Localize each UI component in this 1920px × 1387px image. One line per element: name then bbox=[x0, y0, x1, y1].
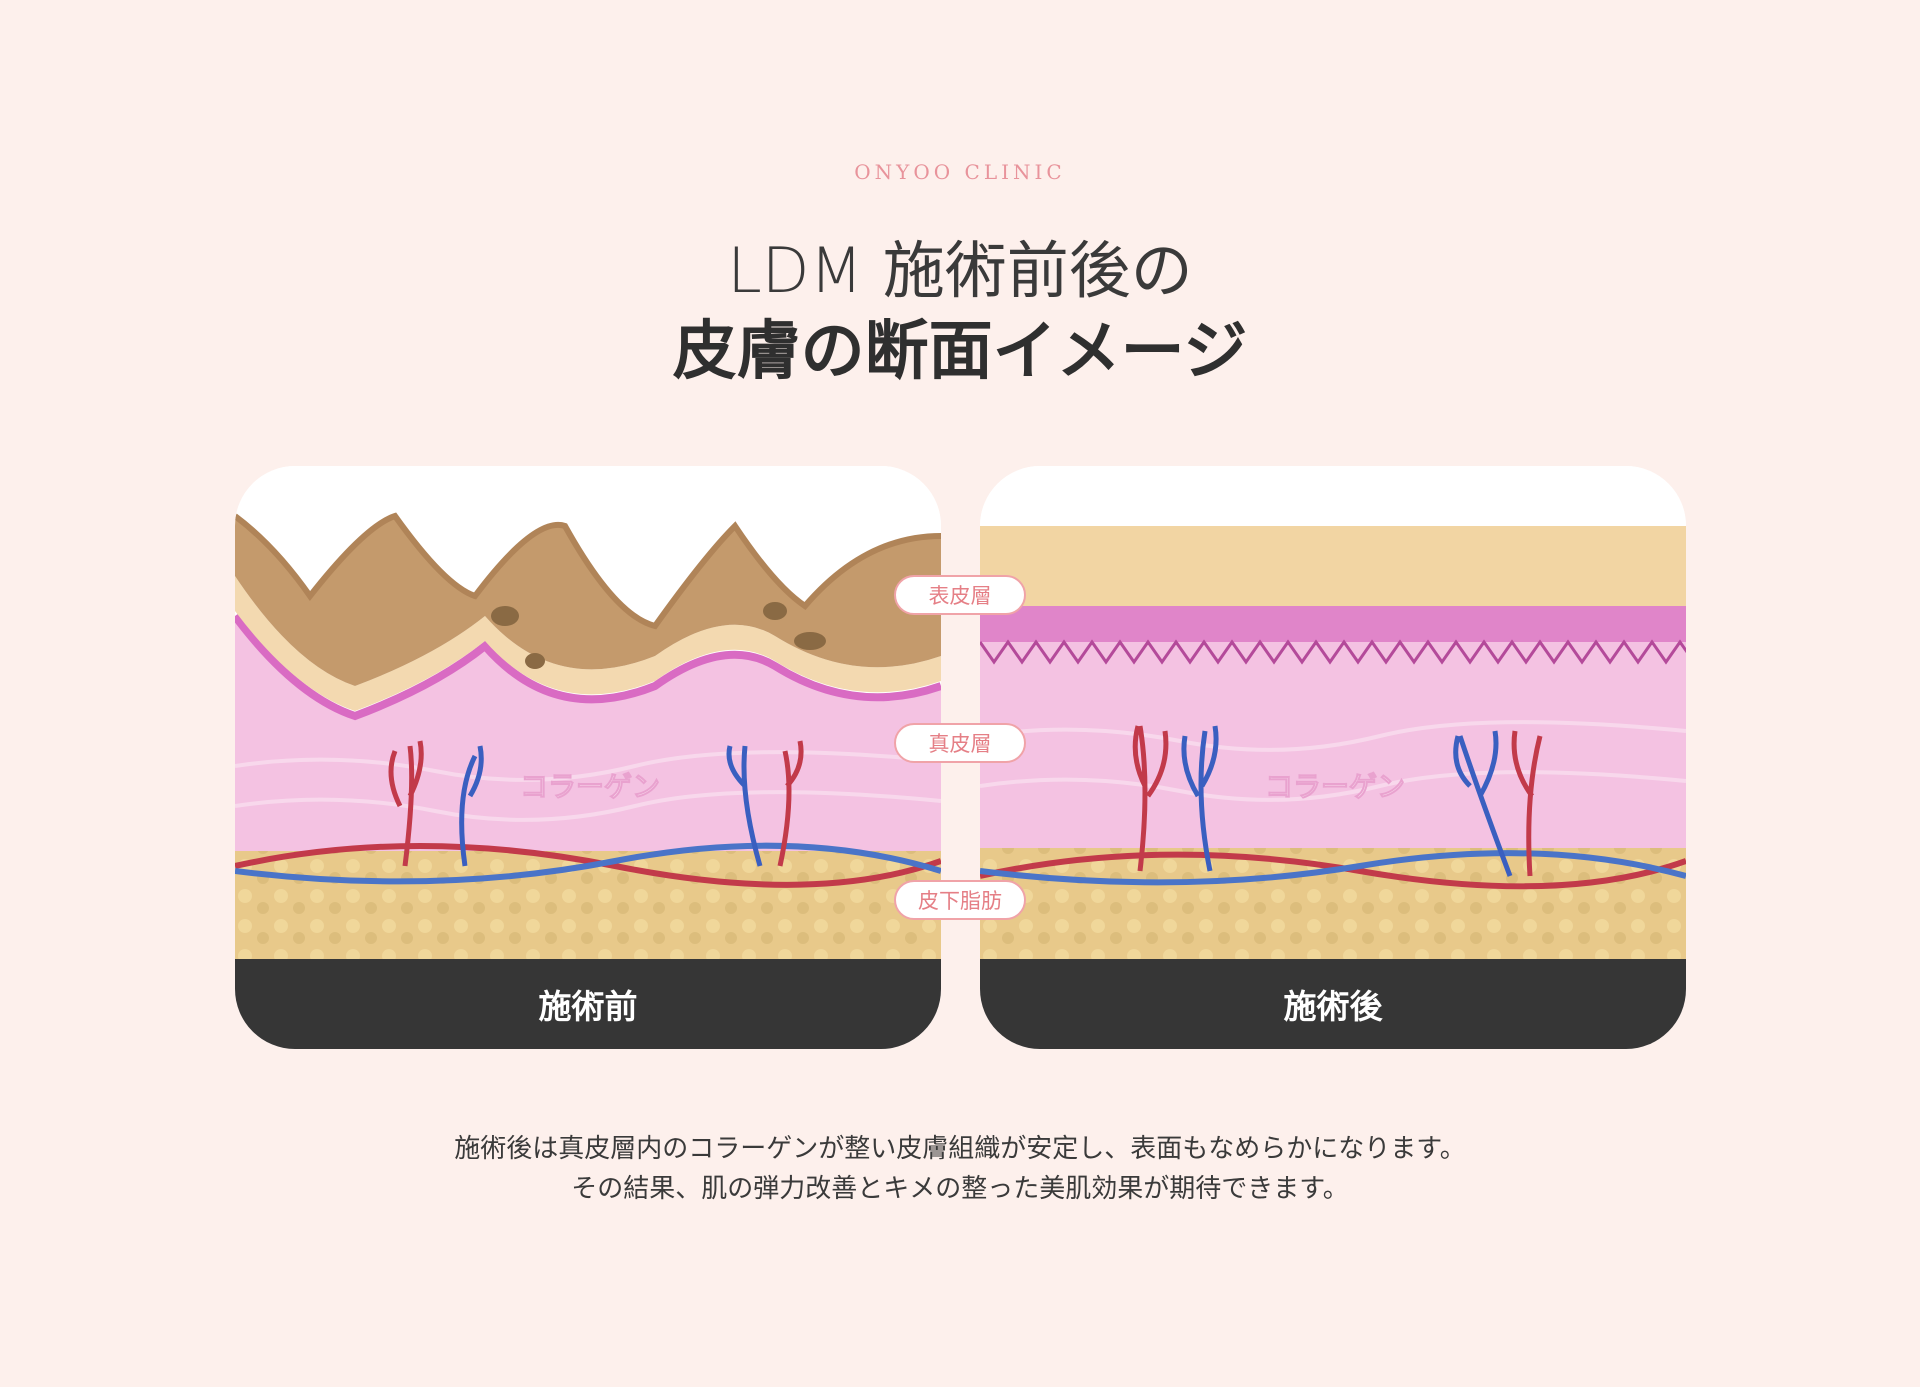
after-skin-illustration: コラーゲン bbox=[980, 466, 1686, 966]
description-line2: その結果、肌の弾力改善とキメの整った美肌効果が期待できます。 bbox=[571, 1174, 1349, 1204]
before-panel: コラーゲン 施術前 bbox=[235, 466, 941, 1049]
after-collagen-label: コラーゲン bbox=[1265, 770, 1405, 803]
layer-label-dermis: 真皮層 bbox=[894, 723, 1026, 763]
before-caption: 施術前 bbox=[235, 959, 941, 1049]
after-caption: 施術後 bbox=[980, 959, 1686, 1049]
layer-label-subcutaneous-fat: 皮下脂肪 bbox=[894, 880, 1026, 920]
page-title-line1: LDM 施術前後の bbox=[727, 234, 1193, 307]
after-panel: コラーゲン 施術後 bbox=[980, 466, 1686, 1049]
before-collagen-label: コラーゲン bbox=[520, 770, 660, 803]
before-skin-illustration: コラーゲン bbox=[235, 466, 941, 966]
description-line1: 施術後は真皮層内のコラーゲンが整い皮膚組織が安定し、表面もなめらかになります。 bbox=[454, 1134, 1466, 1164]
brand-label: ONYOO CLINIC bbox=[854, 160, 1066, 184]
layer-label-epidermis: 表皮層 bbox=[894, 575, 1026, 615]
page-title-line2: 皮膚の断面イメージ bbox=[672, 315, 1248, 389]
